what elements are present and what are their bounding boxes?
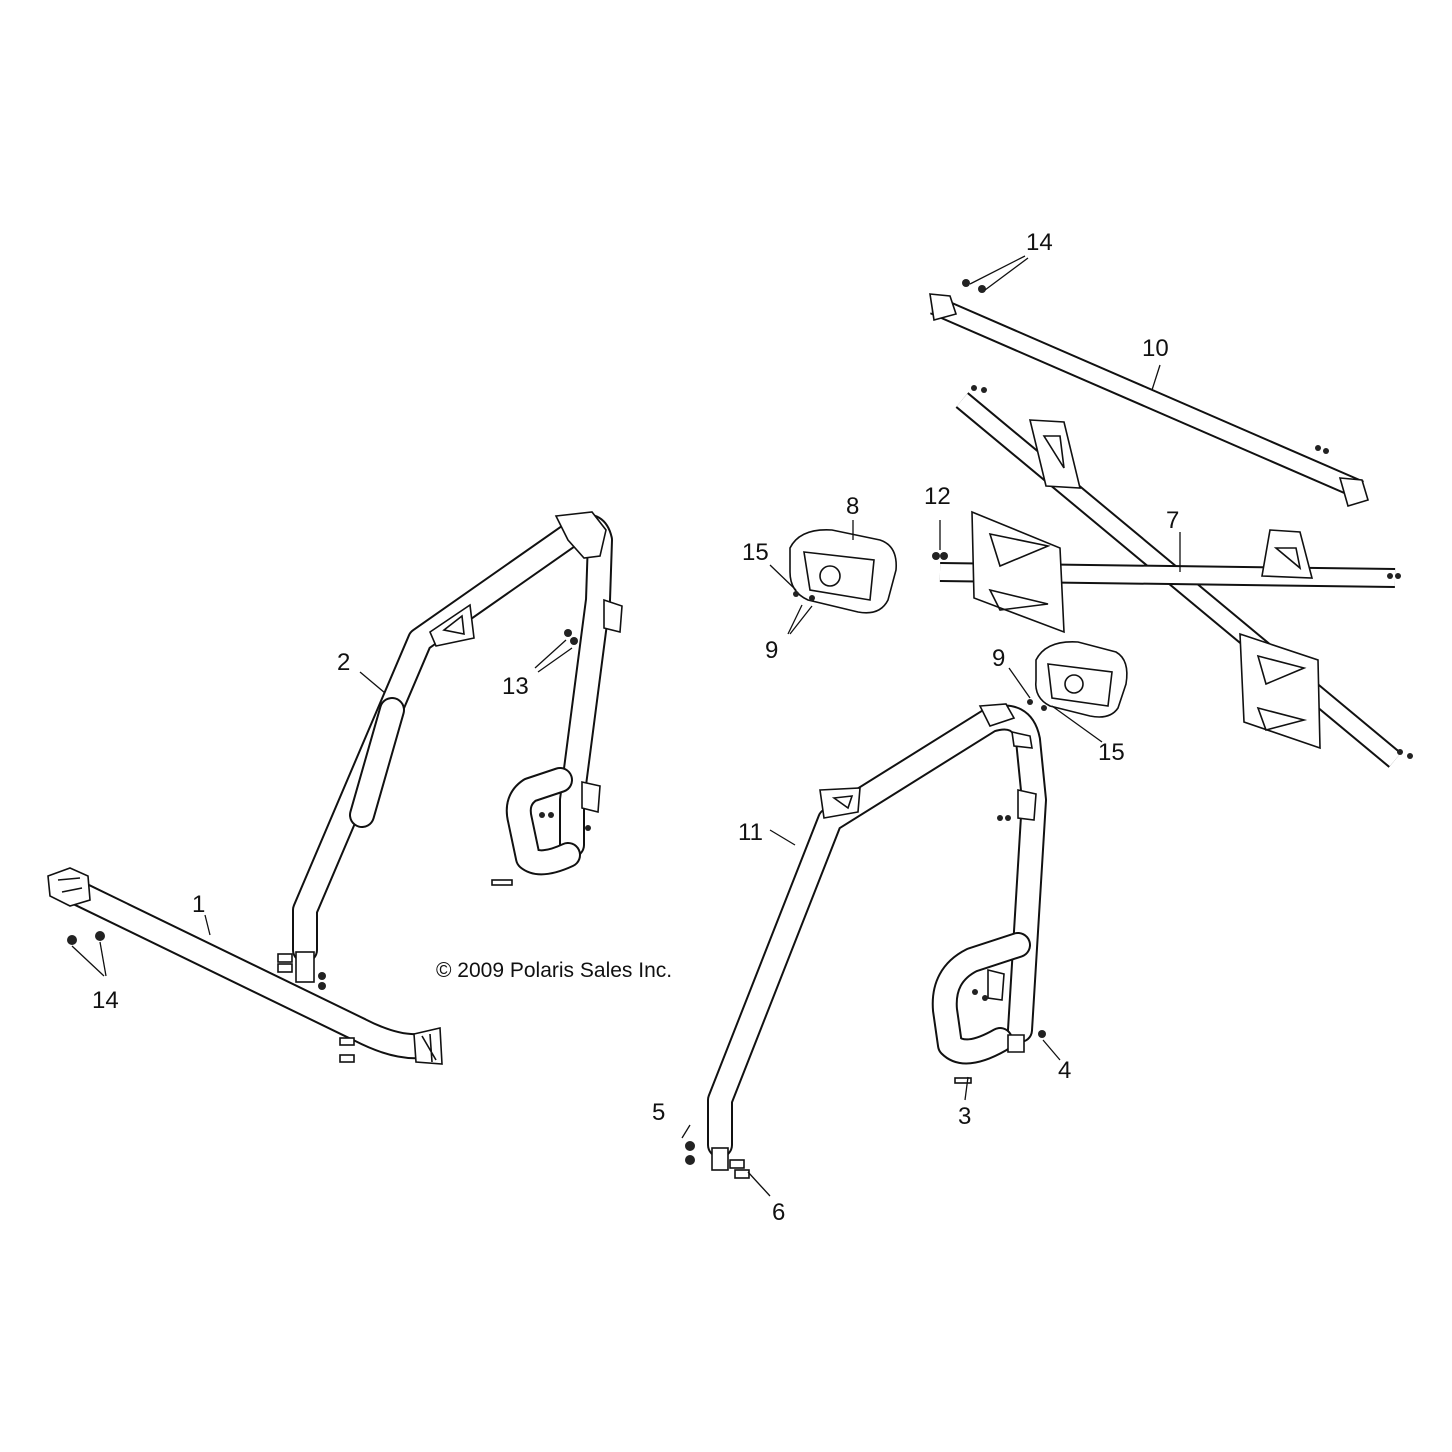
- callout-1: 1: [192, 891, 205, 918]
- copyright-notice: © 2009 Polaris Sales Inc.: [436, 959, 672, 982]
- callout-2: 2: [337, 649, 350, 676]
- callout-15-right: 15: [1098, 739, 1125, 766]
- callout-6: 6: [772, 1199, 785, 1226]
- callout-14-left: 14: [92, 987, 119, 1014]
- part-8-light-right: [1027, 641, 1128, 718]
- part-1-front-bar: [47, 867, 443, 1065]
- callout-15-left: 15: [742, 539, 769, 566]
- leader-lines: [71, 255, 1181, 1197]
- part-7-rear-brace: [932, 385, 1413, 768]
- callout-9-right: 9: [992, 645, 1005, 672]
- callout-8: 8: [846, 493, 859, 520]
- part-11-roll-bar-right: [685, 703, 1047, 1179]
- callout-3: 3: [958, 1103, 971, 1130]
- callout-9-left: 9: [765, 637, 778, 664]
- callout-13: 13: [502, 673, 529, 700]
- callout-7: 7: [1166, 507, 1179, 534]
- callout-11: 11: [738, 819, 763, 846]
- callout-4: 4: [1058, 1057, 1071, 1084]
- part-8-light-left: [789, 529, 897, 614]
- part-2-roll-bar-left: [277, 511, 623, 990]
- callout-10: 10: [1142, 335, 1169, 362]
- callout-14-top: 14: [1026, 229, 1053, 256]
- callout-12: 12: [924, 483, 951, 510]
- callout-5: 5: [652, 1099, 665, 1126]
- part-10-cross-bar: [929, 279, 1369, 507]
- callout-labels: 1 2 3 4 5 6 7 8 9 9 10 11 12 13 14 14 15…: [92, 229, 1179, 1226]
